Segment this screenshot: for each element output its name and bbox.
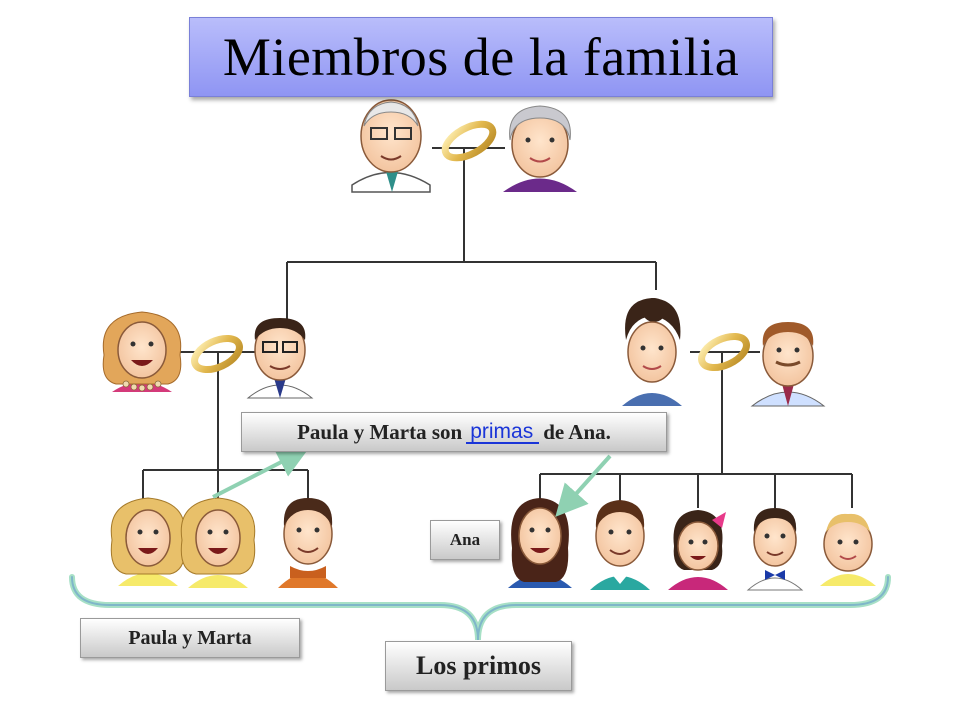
paula-marta-label: Paula y Marta [80, 618, 300, 658]
sentence-after: de Ana. [543, 419, 611, 444]
title-banner: Miembros de la familia [189, 17, 773, 97]
grandmother-portrait [503, 105, 577, 192]
aunt-left-portrait [102, 311, 182, 392]
uncle-left-portrait [246, 318, 314, 399]
cousins-bracket-outline [71, 576, 889, 641]
cousin-boy-teal-portrait [590, 500, 650, 590]
aunt-right-portrait [622, 298, 682, 406]
wedding-ring-icon [191, 334, 243, 374]
cousin-baby-portrait [820, 513, 876, 586]
sentence-label: Paula y Marta son primas de Ana. [241, 412, 667, 452]
arrow-paula-marta-to-sentence [212, 447, 310, 499]
page-title: Miembros de la familia [222, 27, 740, 87]
ana-label: Ana [430, 520, 500, 560]
marta-portrait [180, 497, 256, 588]
grandfather-portrait [351, 99, 431, 193]
wedding-ring-icon [441, 120, 497, 162]
sentence-answer: primas [466, 421, 540, 444]
uncle-right-portrait [750, 322, 826, 407]
tree-lines [142, 147, 853, 508]
cousin-girl-pink-portrait [668, 510, 728, 590]
paula-portrait [110, 497, 186, 586]
arrow-sentence-to-ana [555, 454, 612, 517]
cousins-label: Los primos [385, 641, 572, 691]
wedding-ring-icon [698, 332, 750, 372]
ana-portrait [508, 498, 572, 588]
sentence-before: Paula y Marta son [297, 419, 463, 444]
cousin-boy-bowtie-portrait [746, 508, 804, 591]
cousin-boy-left-portrait [278, 498, 338, 588]
